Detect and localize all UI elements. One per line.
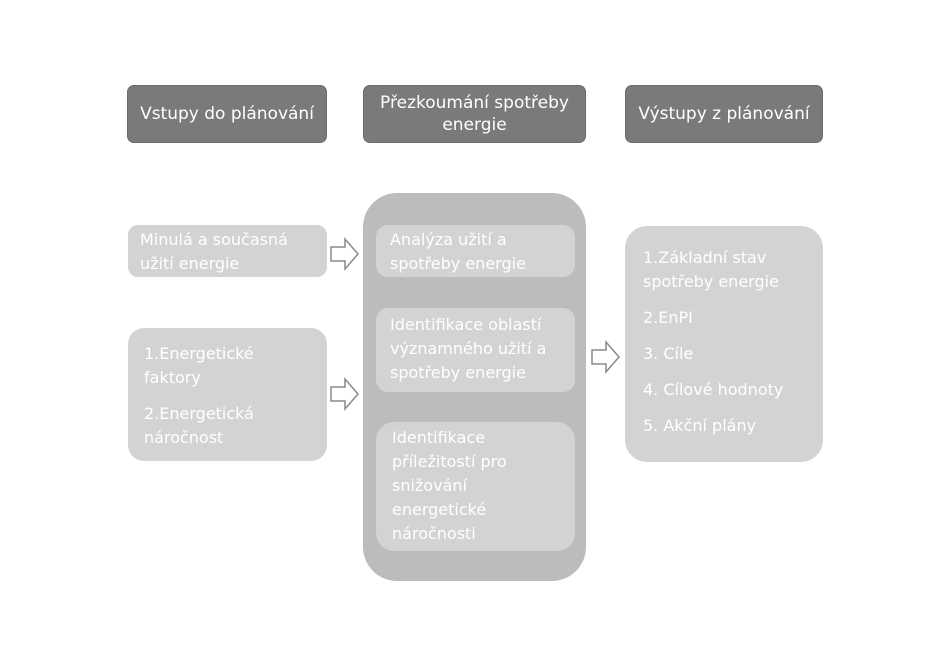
outputs-line3: 2.EnPI [643,308,693,327]
header-review-label-line1: Přezkoumání spotřeby [380,93,569,113]
review-item-opportunities: Identifikace příležitostí pro snižování … [376,422,575,551]
review-item-analysis: Analýza užití a spotřeby energie [376,225,575,277]
arrow-right-icon [330,377,359,411]
header-outputs-label: Výstupy z plánování [638,104,810,124]
arrow-right-icon [591,340,620,374]
review-item-3-line3: snižování [392,476,467,495]
review-item-3-line1: Identifikace [392,428,486,447]
header-inputs: Vstupy do plánování [127,85,327,143]
review-item-3-line2: příležitostí pro [392,452,507,471]
header-outputs: Výstupy z plánování [625,85,823,143]
input-box-1-line2: užití energie [140,254,240,273]
input-box-2-line3: 2.Energetická [144,404,254,423]
header-inputs-label: Vstupy do plánování [140,104,314,124]
outputs-line1: 1.Základní stav [643,248,767,267]
outputs-box: 1.Základní stav spotřeby energie 2.EnPI … [625,226,823,462]
review-item-3-line4: energetické [392,500,487,519]
arrow-right-icon [330,237,359,271]
input-box-2-line2: faktory [144,368,201,387]
input-box-past-current-energy-use: Minulá a současná užití energie [128,225,327,277]
review-item-2-line2: významného užití a [390,339,547,358]
header-review-label-line2: energie [442,115,507,135]
review-item-significant-use: Identifikace oblastí významného užití a … [376,308,575,392]
review-item-2-line1: Identifikace oblastí [390,315,542,334]
review-item-1-line2: spotřeby energie [390,254,526,273]
outputs-line5: 4. Cílové hodnoty [643,380,784,399]
review-item-1-line1: Analýza užití a [390,230,507,249]
header-review: Přezkoumání spotřeby energie [363,85,586,143]
input-box-1-line1: Minulá a současná [140,230,288,249]
outputs-line6: 5. Akční plány [643,416,757,435]
input-box-2-line1: 1.Energetické [144,344,254,363]
input-box-energy-factors: 1.Energetické faktory 2.Energetická náro… [128,328,327,461]
review-item-2-line3: spotřeby energie [390,363,526,382]
input-box-2-line4: náročnost [144,428,224,447]
outputs-line4: 3. Cíle [643,344,694,363]
outputs-line2: spotřeby energie [643,272,779,291]
review-item-3-line5: náročnosti [392,524,476,543]
